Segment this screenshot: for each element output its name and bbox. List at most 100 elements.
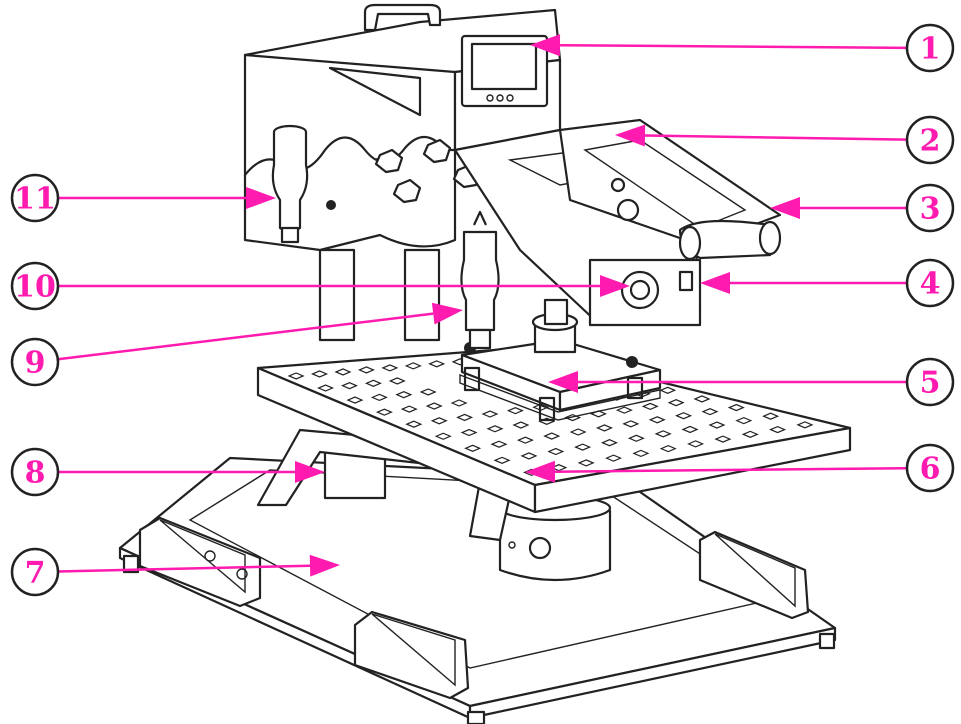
callout-label-11: 11 xyxy=(14,182,56,217)
callout-label-8: 8 xyxy=(25,456,46,491)
platen-vent xyxy=(486,425,504,433)
callout-label-4: 4 xyxy=(920,267,941,302)
platen-vent xyxy=(727,403,745,412)
platen-vent xyxy=(516,436,534,444)
callout-label-9: 9 xyxy=(25,346,46,381)
callout-arrow-head-1 xyxy=(530,34,561,57)
callout-arrows xyxy=(57,34,908,577)
platen-vent xyxy=(600,439,619,447)
callout-arrow-head-3 xyxy=(770,197,800,219)
base-handle-left xyxy=(138,516,262,608)
platen-vent xyxy=(659,444,677,453)
callout-arrow-line-9 xyxy=(57,312,434,361)
platen-vent xyxy=(769,425,787,434)
callout-label-5: 5 xyxy=(920,366,941,401)
callout-label-1: 1 xyxy=(920,32,941,67)
platen-vent xyxy=(520,452,538,460)
callout-circle-1 xyxy=(905,23,955,73)
platen-vent xyxy=(577,459,595,467)
callout-circle-2 xyxy=(905,115,955,165)
callout-label-2: 2 xyxy=(920,124,941,159)
callout-arrow-head-9 xyxy=(431,302,463,325)
upper-column xyxy=(318,248,441,342)
callout-arrow-head-5 xyxy=(548,371,578,393)
platen-vent xyxy=(708,421,726,429)
callout-circle-7 xyxy=(10,547,60,597)
callout-label-7: 7 xyxy=(25,556,46,591)
callout-arrow-line-1 xyxy=(559,43,908,50)
platen-vent xyxy=(632,449,650,458)
platen-vent xyxy=(370,393,388,402)
platen-vent xyxy=(627,434,645,442)
platen-vent xyxy=(334,368,352,376)
platen-vent xyxy=(400,405,418,413)
callout-arrow-line-6 xyxy=(554,466,908,473)
platen-vent xyxy=(506,406,524,415)
base-handle-front xyxy=(353,610,470,700)
platen-vent xyxy=(654,430,672,438)
platen-vent xyxy=(434,432,452,440)
platen-vent xyxy=(648,416,666,424)
callout-circle-3 xyxy=(905,183,955,233)
base-handle-right xyxy=(698,530,810,620)
platen-vent xyxy=(493,456,511,464)
platen-vent xyxy=(450,399,468,407)
callout-arrow-head-6 xyxy=(525,460,556,483)
callout-arrow-line-2 xyxy=(644,134,908,141)
platen-vent xyxy=(595,424,614,432)
platen-vent xyxy=(287,372,305,380)
callout-arrow-head-11 xyxy=(246,187,276,209)
callout-circle-4 xyxy=(905,258,955,308)
platen-vent xyxy=(460,428,478,437)
lower-column xyxy=(256,428,612,582)
platen-vent xyxy=(456,413,474,422)
callout-arrow-head-7 xyxy=(309,554,340,577)
callout-circle-9 xyxy=(10,337,60,387)
platen-vent xyxy=(714,435,732,443)
platen-vent xyxy=(346,396,364,404)
platen-vent xyxy=(464,444,482,452)
callout-arrow-head-10 xyxy=(600,275,630,297)
platen-vent xyxy=(381,364,399,372)
callout-circle-8 xyxy=(10,447,60,497)
callout-arrow-head-8 xyxy=(295,461,325,483)
platen-vent xyxy=(667,399,685,407)
callout-circle-10 xyxy=(10,261,60,311)
left-rotation-handle xyxy=(271,124,309,244)
platen-vent xyxy=(622,420,640,428)
platen-vent xyxy=(550,463,568,472)
platen-vent xyxy=(428,360,446,368)
platen-vent xyxy=(605,454,623,462)
platen-vent xyxy=(419,388,437,396)
platen-vent xyxy=(569,428,587,436)
platen-vent xyxy=(687,440,705,448)
platen-vent xyxy=(641,402,659,411)
platen-vent xyxy=(681,425,699,434)
platen-vent xyxy=(735,416,753,425)
platen-vent xyxy=(741,430,759,439)
platen-vent xyxy=(388,377,406,385)
platen-vent xyxy=(490,440,508,448)
platen-vent xyxy=(574,443,592,451)
callout-circle-6 xyxy=(905,443,955,493)
callout-arrow-line-7 xyxy=(57,564,311,573)
platen-vent xyxy=(317,384,335,392)
platen-vent xyxy=(481,410,499,418)
platen-vent xyxy=(405,420,423,428)
platen-vent xyxy=(430,417,448,425)
callout-label-3: 3 xyxy=(920,192,941,227)
platen-vent xyxy=(675,412,693,420)
vertical-handle xyxy=(326,200,500,350)
platen-vent xyxy=(543,432,561,440)
platen-vent xyxy=(375,408,393,416)
callout-arrow-head-2 xyxy=(615,124,646,147)
platen-vent xyxy=(311,370,329,378)
platen-vent xyxy=(404,362,422,370)
platen-vent xyxy=(340,382,358,390)
platen-vent xyxy=(425,402,443,410)
lever-handle xyxy=(558,118,782,261)
callout-arrow-head-4 xyxy=(700,272,730,294)
platen-vent xyxy=(693,395,711,403)
